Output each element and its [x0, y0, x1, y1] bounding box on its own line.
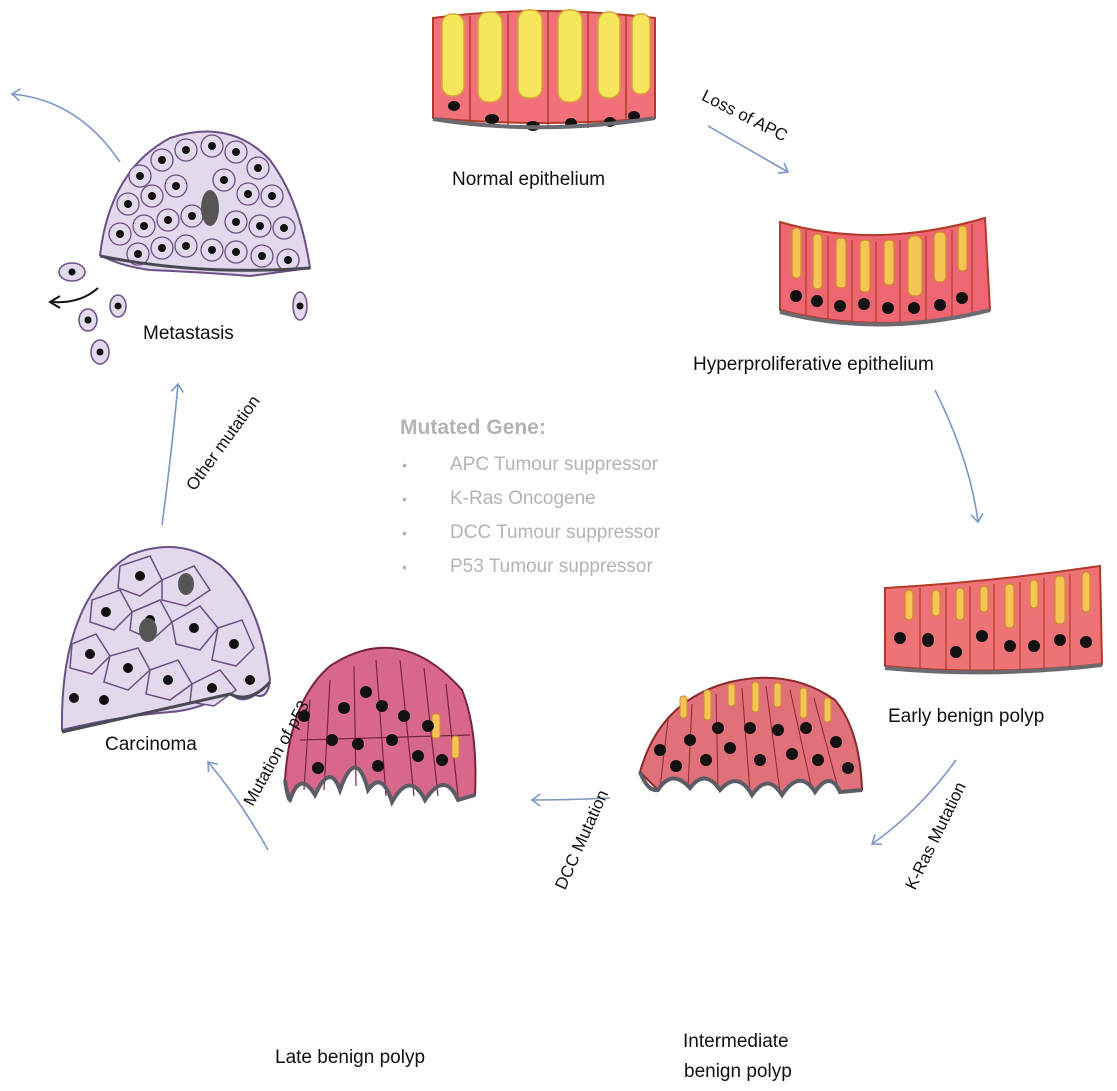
label-hyperproliferative-epithelium: Hyperproliferative epithelium — [693, 355, 934, 374]
legend-list: APC Tumour suppressor K-Ras Oncogene DCC… — [400, 448, 660, 584]
legend-item: APC Tumour suppressor — [400, 448, 660, 482]
legend-title: Mutated Gene: — [400, 416, 660, 440]
label-intermediate-line2: benign polyp — [684, 1062, 792, 1081]
intermediate-benign-polyp-illustration — [640, 678, 862, 795]
mutated-gene-legend: Mutated Gene: APC Tumour suppressor K-Ra… — [400, 416, 660, 584]
early-benign-polyp-illustration — [885, 566, 1102, 672]
legend-item: P53 Tumour suppressor — [400, 550, 660, 584]
carcinoma-illustration — [62, 547, 270, 732]
late-benign-polyp-illustration — [285, 648, 475, 802]
legend-item: DCC Tumour suppressor — [400, 516, 660, 550]
arrow-metastasis-out — [12, 94, 120, 162]
label-normal-epithelium: Normal epithelium — [452, 170, 605, 189]
label-late-benign-polyp: Late benign polyp — [275, 1048, 425, 1067]
label-metastasis: Metastasis — [143, 324, 234, 343]
cell-migration-arrow — [52, 288, 98, 302]
legend-item: K-Ras Oncogene — [400, 482, 660, 516]
normal-epithelium-illustration — [433, 10, 655, 131]
label-carcinoma: Carcinoma — [105, 735, 197, 754]
hyperproliferative-epithelium-illustration — [780, 218, 990, 325]
label-intermediate-line1: Intermediate — [683, 1032, 789, 1051]
arrow-carcinoma-to-metastasis — [162, 384, 178, 525]
label-early-benign-polyp: Early benign polyp — [888, 707, 1044, 726]
arrow-hyper-to-early — [935, 390, 978, 522]
